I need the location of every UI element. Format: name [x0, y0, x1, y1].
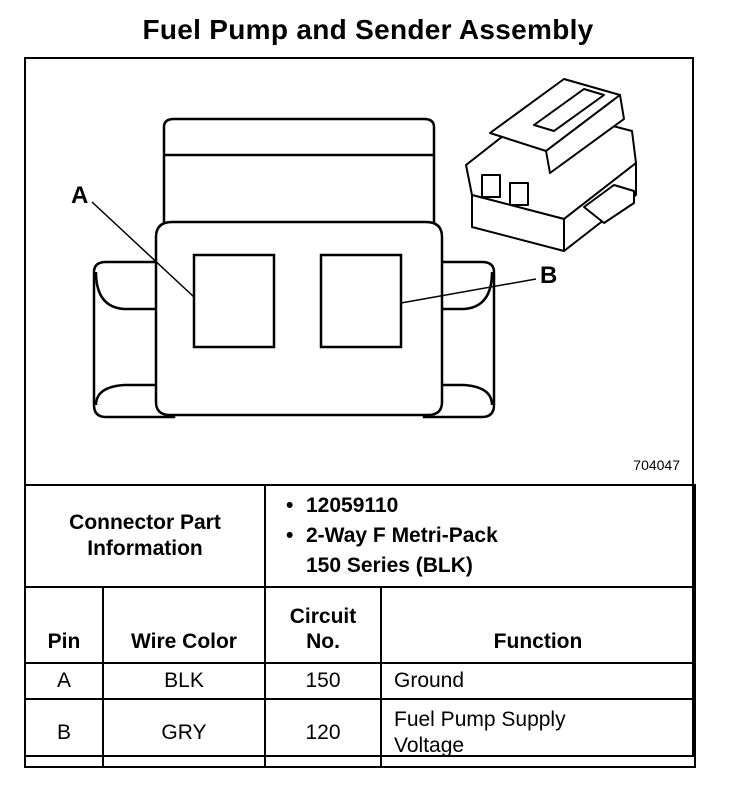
page-title: Fuel Pump and Sender Assembly [142, 14, 594, 45]
cavity-b [319, 253, 403, 349]
table-row: B GRY 120 Fuel Pump Supply Voltage [24, 698, 696, 768]
callout-line-b [400, 278, 537, 304]
circuit-cell: 150 [264, 662, 382, 700]
connector-info-values: • 12059110 • 2-Way F Metri-Pack 150 Seri… [264, 484, 696, 588]
connector-info-label: Connector Part Information [24, 484, 266, 588]
wire-color-cell: BLK [102, 662, 266, 700]
iso-cavity-b [509, 182, 529, 206]
part-description-line2: 150 Series (BLK) [306, 554, 473, 577]
bullet-icon: • [286, 494, 294, 517]
pin-table: Pin Wire Color Circuit No. Function A BL… [24, 586, 696, 768]
part-number: 12059110 [306, 494, 399, 517]
wire-color-cell: GRY [102, 698, 266, 768]
header-pin: Pin [24, 586, 104, 664]
connector-left-wing [92, 260, 176, 419]
header-wire-color: Wire Color [102, 586, 266, 664]
bullet-icon: • [286, 524, 294, 547]
callout-label-b: B [540, 262, 558, 289]
header-circuit: Circuit No. [264, 586, 382, 664]
connector-iso-view [465, 78, 637, 252]
left-wing-detail [94, 271, 174, 311]
header-function: Function [380, 586, 696, 664]
figure-number: 704047 [633, 457, 680, 473]
right-wing-detail-lower [424, 383, 494, 406]
table-row: A BLK 150 Ground [24, 662, 696, 700]
part-description-line1: 2-Way F Metri-Pack [306, 524, 498, 547]
connector-diagram: A B 704047 [24, 57, 694, 484]
callout-label-a: A [71, 182, 89, 209]
pin-cell: A [24, 662, 104, 700]
right-wing-detail [424, 271, 494, 311]
circuit-cell: 120 [264, 698, 382, 768]
connector-info-table: Connector Part Information • 12059110 • … [24, 484, 696, 588]
part-description-row: • 2-Way F Metri-Pack [286, 521, 694, 551]
callout-line-a [91, 201, 195, 298]
cavity-a [192, 253, 276, 349]
pin-cell: B [24, 698, 104, 768]
function-cell: Fuel Pump Supply Voltage [380, 698, 696, 768]
iso-cavity-a [481, 174, 501, 198]
pin-table-header: Pin Wire Color Circuit No. Function [24, 586, 696, 664]
connector-face-drawing [91, 78, 637, 419]
left-wing-detail-lower [94, 383, 174, 406]
function-cell: Ground [380, 662, 696, 700]
part-number-row: • 12059110 [286, 491, 694, 521]
